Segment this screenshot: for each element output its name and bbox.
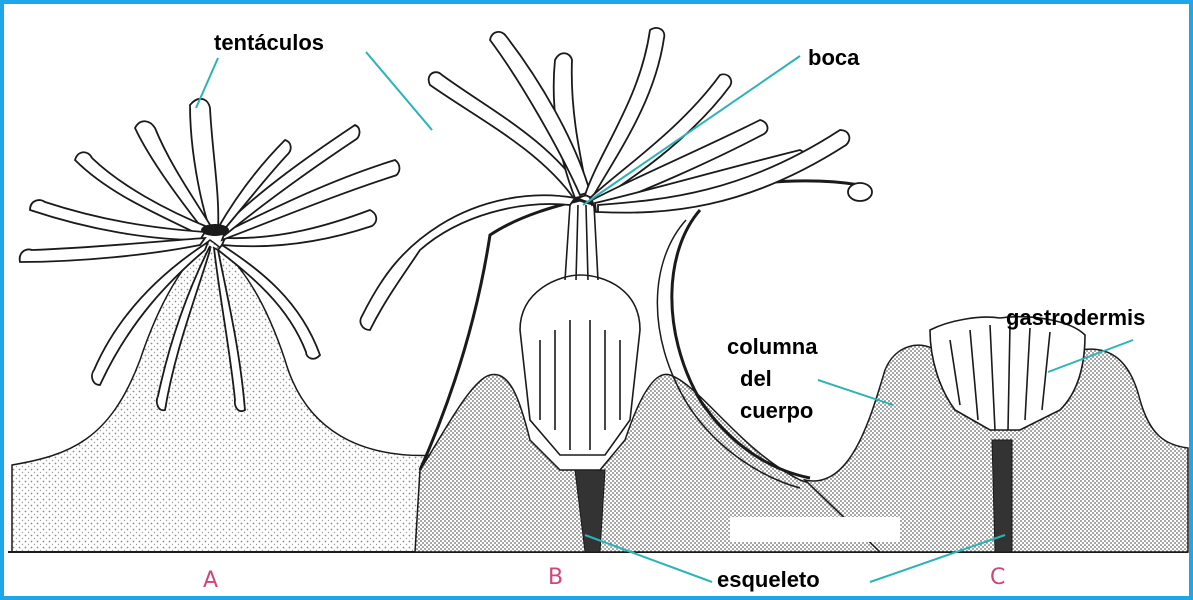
label-columna-line1: columna	[727, 333, 817, 361]
leader-tentaculos-b	[366, 52, 432, 130]
letter-b: B	[548, 566, 563, 590]
polyp-a-mouth	[201, 224, 229, 236]
polyp-a	[12, 99, 440, 552]
letter-a: A	[203, 569, 218, 593]
letter-c: C	[990, 566, 1005, 590]
label-esqueleto: esqueleto	[717, 566, 820, 594]
polyp-c	[805, 317, 1188, 552]
label-gastrodermis: gastrodermis	[1006, 304, 1145, 332]
label-columna-line2: del	[740, 365, 772, 393]
polyp-b	[360, 28, 880, 552]
polyp-b-tentacle-tip	[848, 183, 872, 201]
blank-box	[730, 517, 900, 542]
label-tentaculos: tentáculos	[214, 29, 324, 57]
label-boca: boca	[808, 44, 859, 72]
label-columna-line3: cuerpo	[740, 397, 813, 425]
polyp-b-mesenteries	[520, 205, 640, 455]
